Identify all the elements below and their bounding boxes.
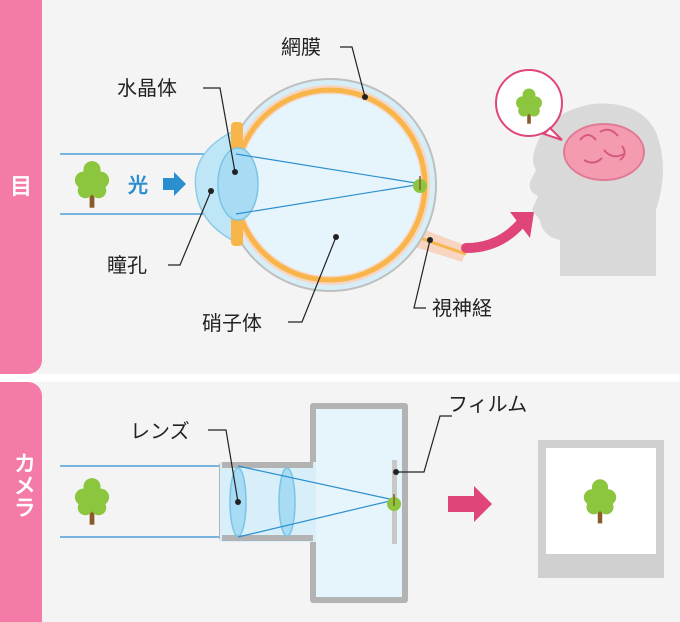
nerve-signal-arrow [461,217,527,253]
iris-top [231,122,243,152]
lens-label: 水晶体 [117,76,177,100]
film-image-icon [387,494,401,511]
film-label: フィルム [448,392,527,416]
camera-section-tab [0,382,42,622]
eye-section-title: 目 [9,175,32,200]
camera-lens-label: レンズ [130,419,190,443]
vitreous-label: 硝子体 [202,311,262,335]
retina-label: 網膜 [281,35,321,59]
optic-nerve-label: 視神経 [432,296,492,320]
light-label: 光 [127,173,148,197]
pupil-label: 瞳孔 [107,253,147,277]
crystalline-lens [217,147,259,221]
retina-image-icon [413,176,427,193]
vitreous-body [239,94,421,276]
iris-bottom [231,216,243,246]
arrow-right-icon [448,486,492,522]
tree-icon [73,160,111,209]
camera-lens-rear [278,467,296,537]
eye-section-tab [0,0,42,374]
tree-icon [73,477,111,526]
camera-section-title: カメラ [10,452,35,518]
light-arrow-icon [163,172,186,196]
brain-icon [563,123,645,181]
